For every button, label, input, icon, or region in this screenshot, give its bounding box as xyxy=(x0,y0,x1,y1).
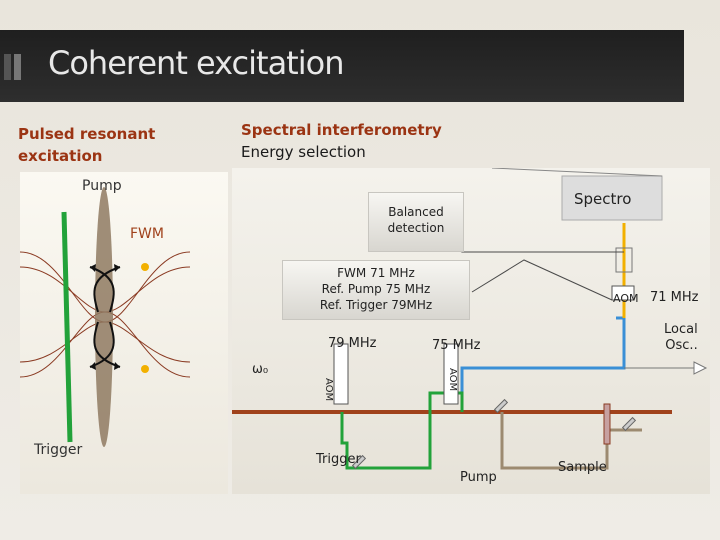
aom-1-body xyxy=(333,343,349,405)
pulse-schematic-drawing xyxy=(20,187,191,447)
fwm-arrow-upper-right xyxy=(93,266,121,313)
omega-zero-label: ω₀ xyxy=(252,362,269,377)
optical-setup-drawing xyxy=(232,168,708,470)
pump-label: Pump xyxy=(82,178,122,194)
heading-pulsed-resonant-excitation: Pulsed resonant excitation xyxy=(18,125,156,165)
freq-box-line1: FWM 71 MHz xyxy=(337,266,415,280)
aom-label: AOM xyxy=(613,292,639,305)
title-decoration-icon xyxy=(4,54,26,80)
heading-mid-line2: Energy selection xyxy=(241,143,366,161)
trigger-mirror xyxy=(351,454,367,470)
local-osc-label: Local Osc.. xyxy=(664,322,698,354)
balanced-detection-line2: detection xyxy=(387,221,445,235)
fwm-label: FWM xyxy=(130,226,164,242)
freq-box-link xyxy=(471,259,613,301)
sample-element xyxy=(603,403,611,445)
sample-label: Sample xyxy=(558,460,607,475)
aom-vertical-label-1: AOM xyxy=(323,378,334,402)
local-osc-line1: Local xyxy=(664,322,698,337)
trigger-beam-line xyxy=(61,211,73,443)
fwm-arrow-upper-left xyxy=(89,266,115,313)
fwm-signal-dot-upper xyxy=(141,263,149,271)
frequency-box: FWM 71 MHz Ref. Pump 75 MHz Ref. Trigger… xyxy=(282,260,470,320)
local-osc-beam xyxy=(460,316,626,412)
heading-spectral-interferometry: Spectral interferometry Energy selection xyxy=(241,119,442,163)
trigger-label-setup: Trigger xyxy=(316,452,361,467)
heading-mid-line1: Spectral interferometry xyxy=(241,121,442,139)
spectro-edge xyxy=(491,168,663,177)
pump-label-setup: Pump xyxy=(460,470,497,485)
pump-mirror xyxy=(493,398,509,414)
balanced-detection-line1: Balanced xyxy=(388,205,444,219)
optical-setup-panel: Balanced detection FWM 71 MHz Ref. Pump … xyxy=(232,168,710,494)
spectro-box xyxy=(561,175,663,221)
slide-title: Coherent excitation xyxy=(48,44,344,82)
pulse-schematic-panel: Pump FWM Trigger xyxy=(20,172,228,494)
balanced-detection-box: Balanced detection xyxy=(368,192,464,252)
fwm-signal-dot-lower xyxy=(141,365,149,373)
freq-box-line3: Ref. Trigger 79MHz xyxy=(319,298,433,312)
pump-beam xyxy=(500,412,642,470)
fwm-arrow-lower-left xyxy=(89,321,115,368)
spectro-label: Spectro xyxy=(574,190,632,208)
local-osc-line2: Osc.. xyxy=(665,338,698,353)
aom-71-body xyxy=(611,285,635,301)
trigger-label-left: Trigger xyxy=(34,442,83,458)
aom-vertical-label-2: AOM xyxy=(447,368,458,392)
freq-box-line2: Ref. Pump 75 MHz xyxy=(321,282,431,296)
aom-71-mhz-label: 71 MHz xyxy=(650,290,699,305)
sample-mirror xyxy=(621,416,637,432)
freq-79-label: 79 MHz xyxy=(328,336,377,351)
detector-element xyxy=(615,247,633,273)
freq-75-label: 75 MHz xyxy=(432,338,481,353)
pump-pulse-ellipse xyxy=(95,187,113,447)
title-bar xyxy=(0,30,684,102)
fwm-arrow-lower-right xyxy=(93,321,121,368)
aom-2-body xyxy=(443,343,459,405)
local-osc-source-marker xyxy=(693,361,708,375)
